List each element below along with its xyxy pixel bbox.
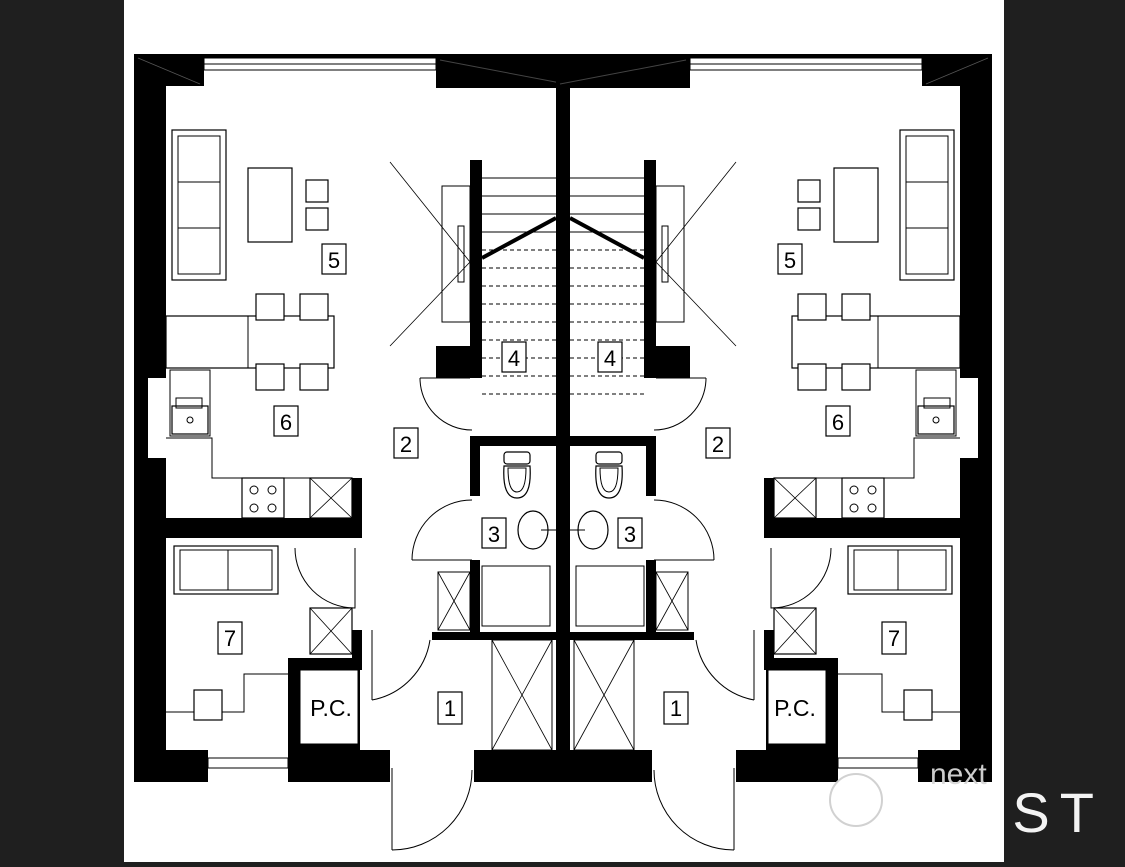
washbasin-icon bbox=[517, 510, 556, 550]
room-number: 2 bbox=[712, 432, 724, 457]
room-number: 1 bbox=[444, 696, 456, 721]
room-number: 2 bbox=[400, 432, 412, 457]
stair-treads-left bbox=[481, 177, 557, 395]
room-labels-right: 5 6 2 4 3 7 1 P.C. bbox=[597, 243, 907, 725]
top-window-frame-left bbox=[204, 54, 436, 58]
bottom-wall-left-a bbox=[134, 750, 208, 782]
room-number: 6 bbox=[832, 410, 844, 435]
room-label-6-left: 6 bbox=[273, 405, 299, 437]
room-label-3-left: 3 bbox=[481, 517, 507, 549]
room-label-1-right: 1 bbox=[663, 691, 689, 725]
room-label-7-left: 7 bbox=[217, 621, 243, 655]
bedroom-wall-left bbox=[352, 630, 362, 670]
room-number: 7 bbox=[888, 626, 900, 651]
stair-pier-left bbox=[436, 346, 482, 378]
room-label-4-right: 4 bbox=[597, 341, 623, 373]
bed-icon bbox=[173, 545, 279, 595]
void-cross-left bbox=[389, 161, 471, 347]
room-label-1-left: 1 bbox=[437, 691, 463, 725]
room-label-2-right: 2 bbox=[705, 427, 731, 459]
room-number: 1 bbox=[670, 696, 682, 721]
pc-label: P.C. bbox=[310, 695, 352, 721]
room-label-5-left: 5 bbox=[321, 243, 347, 275]
bottom-wall-left-c bbox=[474, 750, 570, 782]
entry-door-left bbox=[391, 768, 473, 851]
room-label-2-left: 2 bbox=[393, 427, 419, 459]
room-label-5-right: 5 bbox=[777, 243, 803, 275]
room-number: 6 bbox=[280, 410, 292, 435]
room-label-7-right: 7 bbox=[881, 621, 907, 655]
logo-text-top: next bbox=[930, 758, 987, 791]
door-swing-bath-left bbox=[411, 499, 473, 561]
room-number: 4 bbox=[508, 346, 520, 371]
room-number: 3 bbox=[624, 522, 636, 547]
pouf-icon bbox=[305, 179, 329, 203]
door-swing-hall-left bbox=[419, 377, 473, 431]
stair-wall-left bbox=[470, 160, 482, 378]
nextest-logo: next EST bbox=[829, 758, 1104, 844]
room-label-6-right: 6 bbox=[825, 405, 851, 437]
dining-table-icon bbox=[165, 293, 335, 391]
corridor-wall-left bbox=[432, 632, 556, 640]
desk-chair-icon bbox=[193, 689, 223, 721]
bath-wall-left bbox=[470, 560, 480, 636]
room-number: 5 bbox=[784, 248, 796, 273]
kitchen-counter-icon bbox=[166, 369, 353, 519]
room-label-4-left: 4 bbox=[501, 341, 527, 373]
left-exterior-wall bbox=[134, 54, 204, 782]
room-number: 7 bbox=[224, 626, 236, 651]
top-center-wall bbox=[436, 54, 570, 88]
toilet-icon bbox=[503, 451, 531, 499]
bottom-wall-left-b bbox=[288, 750, 390, 782]
coffee-table-icon bbox=[247, 167, 293, 243]
room-label-3-right: 3 bbox=[617, 517, 643, 549]
door-swing-bedroom-left bbox=[371, 630, 431, 701]
logo-text-bottom: EST bbox=[965, 781, 1104, 844]
wc-top-wall-left bbox=[470, 436, 556, 446]
logo-mark-icon bbox=[829, 773, 883, 827]
sofa-icon bbox=[171, 129, 227, 281]
wc-side-wall-left bbox=[470, 446, 480, 496]
kitchen-end-wall-left bbox=[352, 478, 362, 538]
room-number: 4 bbox=[604, 346, 616, 371]
room-number: 5 bbox=[328, 248, 340, 273]
room-number: 3 bbox=[488, 522, 500, 547]
kitchen-wall-left bbox=[134, 518, 360, 538]
pc-label: P.C. bbox=[774, 695, 816, 721]
room-labels-left: 5 6 2 4 3 7 1 P.C. bbox=[217, 243, 527, 725]
